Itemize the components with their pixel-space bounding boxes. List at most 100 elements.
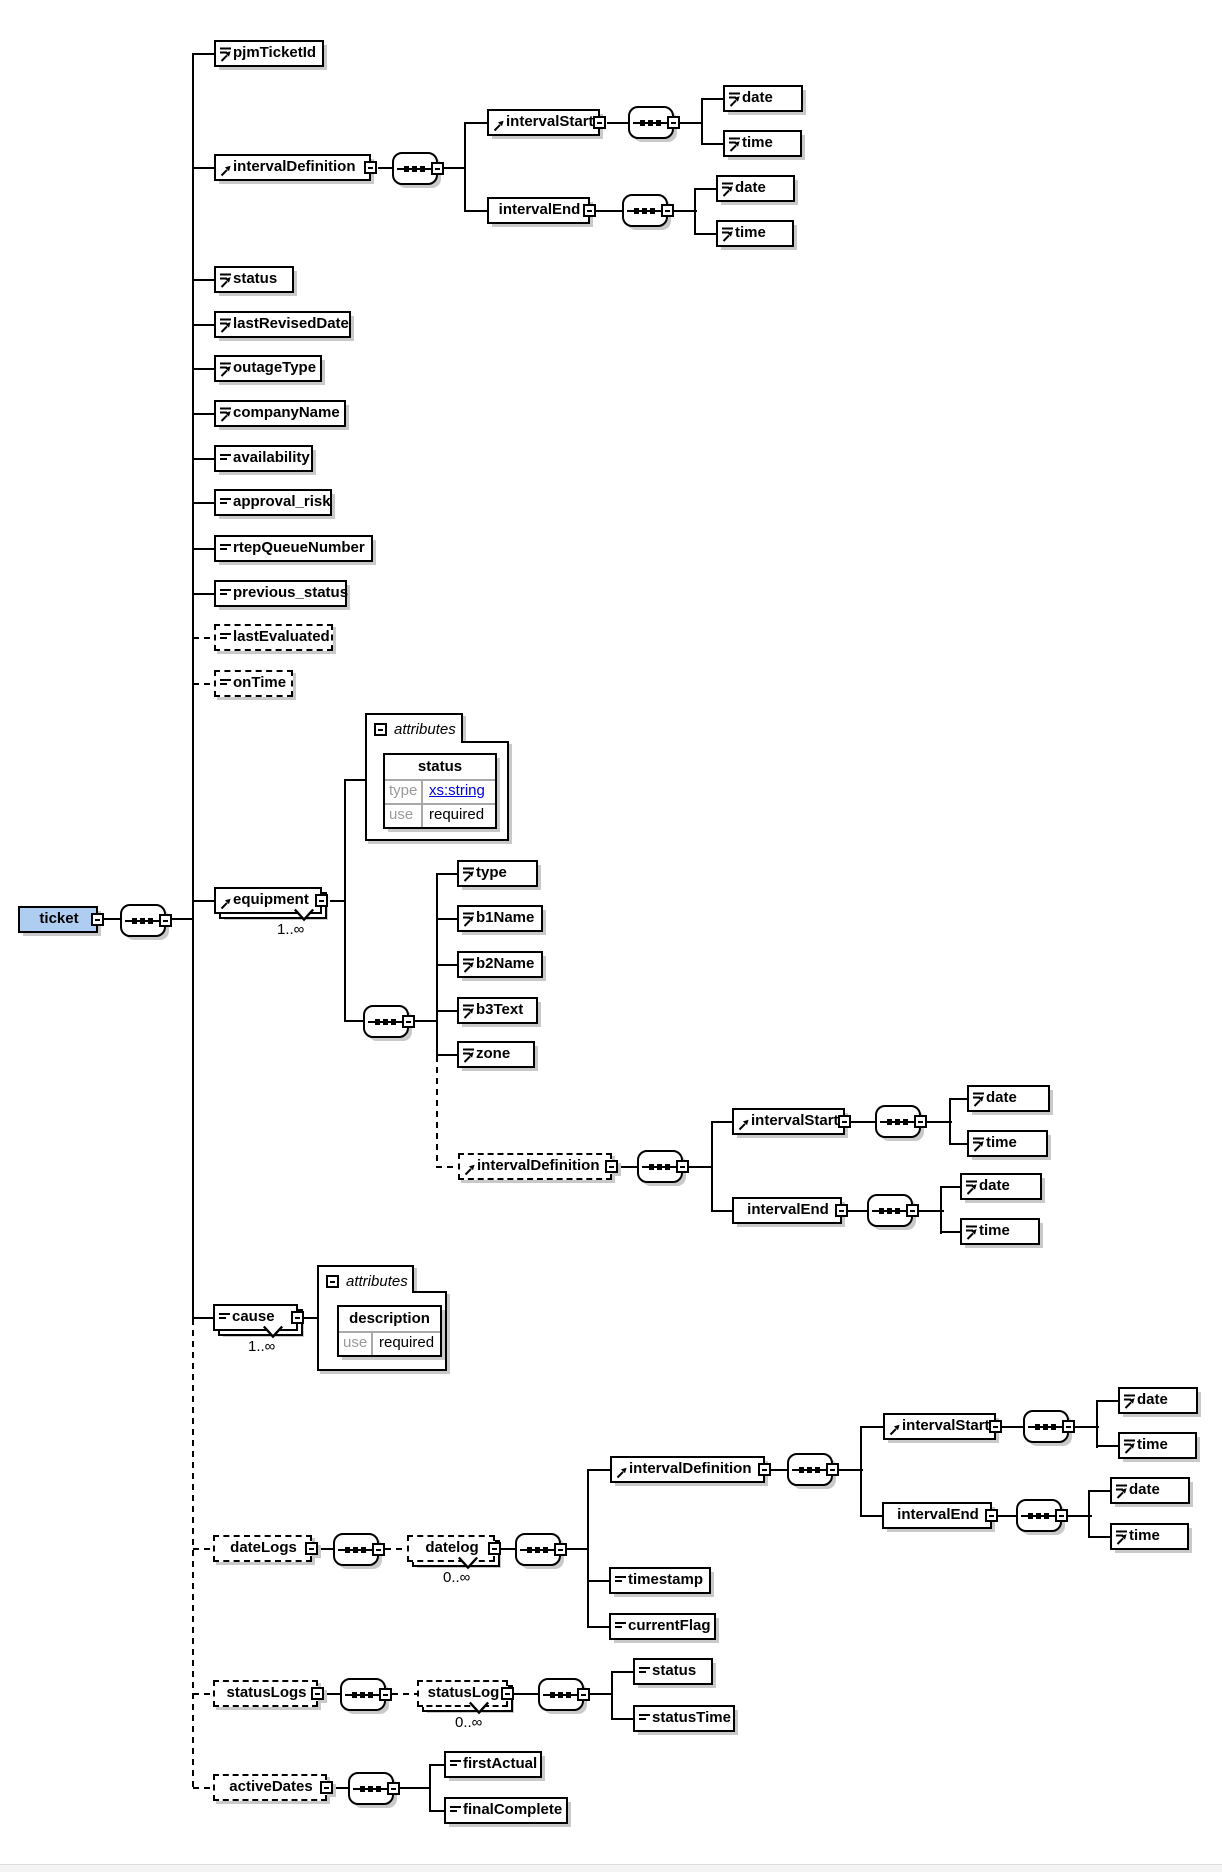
element-intervalStart[interactable]: intervalStart bbox=[732, 1108, 851, 1135]
expand-toggle[interactable] bbox=[305, 1542, 318, 1555]
expand-toggle[interactable] bbox=[379, 1688, 392, 1701]
element-lastEvaluated[interactable]: lastEvaluated bbox=[214, 624, 333, 651]
expand-toggle[interactable] bbox=[311, 1687, 324, 1700]
element-pjmTicketId[interactable]: pjmTicketId bbox=[214, 40, 324, 67]
element-intervalDefinition[interactable]: intervalDefinition bbox=[458, 1153, 618, 1180]
element-time[interactable]: time bbox=[960, 1218, 1040, 1245]
element-date[interactable]: date bbox=[960, 1173, 1042, 1200]
element-statusTime[interactable]: statusTime bbox=[633, 1705, 735, 1732]
sequence-compositor[interactable] bbox=[333, 1533, 385, 1566]
collapse-box-icon[interactable] bbox=[326, 1275, 339, 1288]
expand-toggle[interactable] bbox=[364, 161, 377, 174]
element-approval_risk[interactable]: approval_risk bbox=[214, 489, 332, 516]
element-time[interactable]: time bbox=[723, 130, 802, 157]
element-date[interactable]: date bbox=[723, 85, 803, 112]
element-companyName[interactable]: companyName bbox=[214, 400, 346, 427]
expand-toggle[interactable] bbox=[989, 1420, 1002, 1433]
sequence-compositor[interactable] bbox=[787, 1453, 839, 1486]
expand-toggle[interactable] bbox=[583, 204, 596, 217]
expand-toggle[interactable] bbox=[667, 116, 680, 129]
element-intervalEnd[interactable]: intervalEnd bbox=[882, 1502, 998, 1529]
element-date[interactable]: date bbox=[716, 175, 795, 202]
element-statusLogs[interactable]: statusLogs bbox=[213, 1680, 324, 1707]
expand-toggle[interactable] bbox=[291, 1311, 304, 1324]
element-date[interactable]: date bbox=[1118, 1387, 1198, 1414]
expand-toggle[interactable] bbox=[159, 914, 172, 927]
element-time[interactable]: time bbox=[1118, 1432, 1197, 1459]
element-status[interactable]: status bbox=[214, 266, 294, 293]
sequence-compositor[interactable] bbox=[875, 1105, 927, 1138]
expand-toggle[interactable] bbox=[985, 1509, 998, 1522]
expand-toggle[interactable] bbox=[554, 1543, 567, 1556]
sequence-compositor[interactable] bbox=[392, 152, 444, 185]
element-equipment[interactable]: equipment bbox=[214, 887, 328, 914]
expand-toggle[interactable] bbox=[605, 1160, 618, 1173]
element-intervalDefinition[interactable]: intervalDefinition bbox=[610, 1456, 771, 1483]
element-outageType[interactable]: outageType bbox=[214, 355, 322, 382]
sequence-compositor[interactable] bbox=[340, 1678, 392, 1711]
element-cause[interactable]: cause bbox=[213, 1304, 304, 1331]
element-status[interactable]: status bbox=[633, 1658, 713, 1685]
sequence-compositor[interactable] bbox=[538, 1678, 590, 1711]
element-type[interactable]: type bbox=[457, 860, 538, 887]
element-dateLogs[interactable]: dateLogs bbox=[213, 1535, 318, 1562]
element-intervalEnd[interactable]: intervalEnd bbox=[487, 197, 596, 224]
element-time[interactable]: time bbox=[716, 220, 794, 247]
element-zone[interactable]: zone bbox=[457, 1041, 535, 1068]
expand-toggle[interactable] bbox=[577, 1688, 590, 1701]
element-finalComplete[interactable]: finalComplete bbox=[444, 1797, 568, 1824]
sequence-compositor[interactable] bbox=[1023, 1410, 1075, 1443]
element-rtepQueueNumber[interactable]: rtepQueueNumber bbox=[214, 535, 373, 562]
element-lastRevisedDate[interactable]: lastRevisedDate bbox=[214, 311, 351, 338]
expand-toggle[interactable] bbox=[906, 1204, 919, 1217]
expand-toggle[interactable] bbox=[826, 1463, 839, 1476]
expand-toggle[interactable] bbox=[1062, 1420, 1075, 1433]
expand-toggle[interactable] bbox=[501, 1687, 514, 1700]
element-firstActual[interactable]: firstActual bbox=[444, 1751, 542, 1778]
sequence-compositor[interactable] bbox=[120, 904, 172, 937]
expand-toggle[interactable] bbox=[387, 1782, 400, 1795]
element-availability[interactable]: availability bbox=[214, 445, 313, 472]
element-b3Text[interactable]: b3Text bbox=[457, 997, 538, 1024]
expand-toggle[interactable] bbox=[372, 1543, 385, 1556]
expand-toggle[interactable] bbox=[593, 116, 606, 129]
element-intervalStart[interactable]: intervalStart bbox=[883, 1413, 1002, 1440]
expand-toggle[interactable] bbox=[320, 1781, 333, 1794]
expand-toggle[interactable] bbox=[431, 162, 444, 175]
element-previous_status[interactable]: previous_status bbox=[214, 580, 348, 607]
element-intervalDefinition[interactable]: intervalDefinition bbox=[214, 154, 377, 181]
element-date[interactable]: date bbox=[1110, 1477, 1190, 1504]
expand-toggle[interactable] bbox=[758, 1463, 771, 1476]
element-currentFlag[interactable]: currentFlag bbox=[609, 1613, 716, 1640]
element-date[interactable]: date bbox=[967, 1085, 1050, 1112]
element-intervalEnd[interactable]: intervalEnd bbox=[732, 1197, 848, 1224]
sequence-compositor[interactable] bbox=[1016, 1499, 1068, 1532]
expand-toggle[interactable] bbox=[835, 1204, 848, 1217]
element-datelog[interactable]: datelog bbox=[407, 1535, 501, 1562]
element-time[interactable]: time bbox=[1110, 1523, 1189, 1550]
expand-toggle[interactable] bbox=[91, 913, 104, 926]
element-ticket[interactable]: ticket bbox=[18, 906, 104, 933]
collapse-box-icon[interactable] bbox=[374, 723, 387, 736]
sequence-compositor[interactable] bbox=[622, 194, 674, 227]
expand-toggle[interactable] bbox=[661, 204, 674, 217]
sequence-compositor[interactable] bbox=[348, 1772, 400, 1805]
expand-toggle[interactable] bbox=[402, 1015, 415, 1028]
sequence-compositor[interactable] bbox=[363, 1005, 415, 1038]
element-timestamp[interactable]: timestamp bbox=[609, 1567, 711, 1594]
element-activeDates[interactable]: activeDates bbox=[213, 1774, 333, 1801]
element-time[interactable]: time bbox=[967, 1130, 1048, 1157]
sequence-compositor[interactable] bbox=[515, 1533, 567, 1566]
expand-toggle[interactable] bbox=[676, 1160, 689, 1173]
element-b1Name[interactable]: b1Name bbox=[457, 905, 543, 932]
expand-toggle[interactable] bbox=[1055, 1509, 1068, 1522]
element-b2Name[interactable]: b2Name bbox=[457, 951, 543, 978]
sequence-compositor[interactable] bbox=[628, 106, 680, 139]
expand-toggle[interactable] bbox=[315, 894, 328, 907]
element-intervalStart[interactable]: intervalStart bbox=[487, 109, 606, 136]
expand-toggle[interactable] bbox=[488, 1542, 501, 1555]
expand-toggle[interactable] bbox=[838, 1115, 851, 1128]
sequence-compositor[interactable] bbox=[867, 1194, 919, 1227]
expand-toggle[interactable] bbox=[914, 1115, 927, 1128]
sequence-compositor[interactable] bbox=[637, 1150, 689, 1183]
